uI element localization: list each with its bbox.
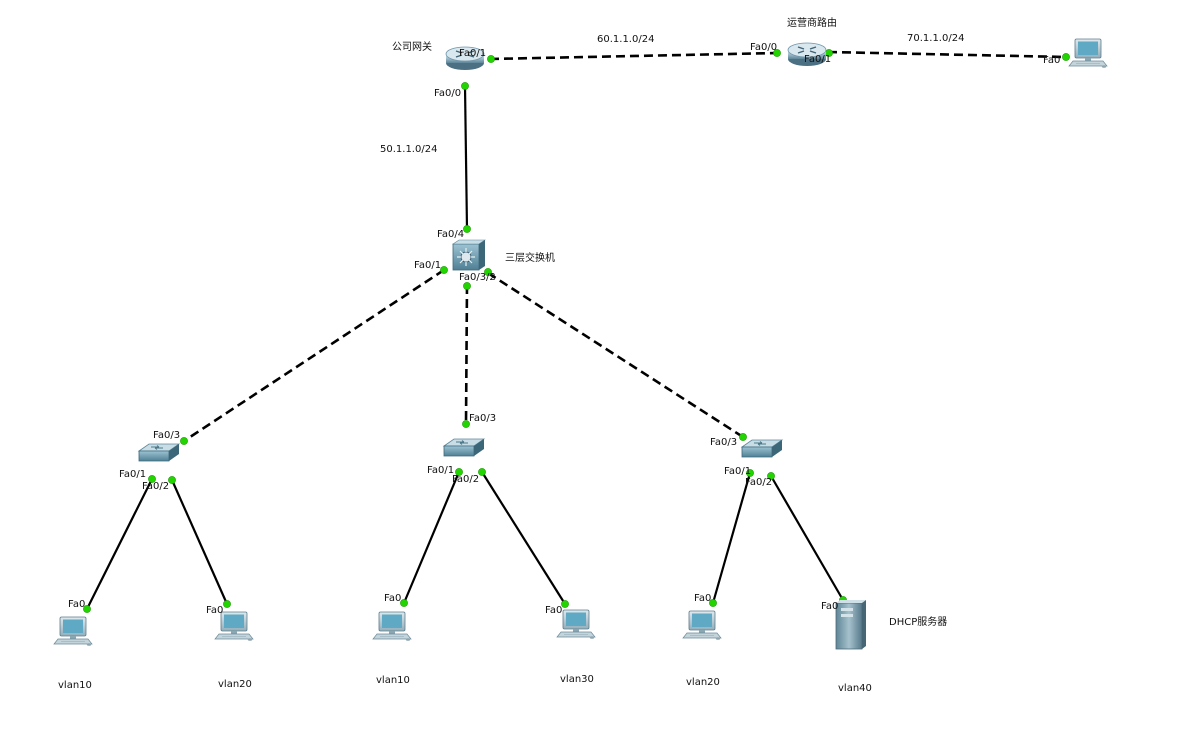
link-dot bbox=[461, 82, 469, 90]
port-label: Fa0/1 bbox=[804, 54, 831, 65]
port-label: Fa0/1 bbox=[459, 48, 486, 59]
link-dot bbox=[400, 599, 408, 607]
dhcp-server-icon[interactable] bbox=[835, 599, 867, 650]
link-gateway-isp bbox=[489, 51, 779, 61]
link-l3switch-sw2 bbox=[464, 284, 469, 425]
link-sw1-pc-left-a bbox=[86, 478, 153, 610]
pc-left-b-label: vlan20 bbox=[218, 679, 252, 690]
port-label: Fa0 bbox=[68, 599, 85, 610]
link-sw2-pc-mid-a bbox=[402, 471, 461, 604]
link-dot bbox=[83, 605, 91, 613]
pc-internet-icon[interactable] bbox=[1068, 38, 1108, 69]
dhcp-server-label: DHCP服务器 bbox=[889, 615, 947, 628]
link-sw1-pc-left-b bbox=[170, 479, 229, 605]
link-dot bbox=[455, 468, 463, 476]
link-dot bbox=[462, 420, 470, 428]
port-label: Fa0/2 bbox=[142, 481, 169, 492]
link-isp-pc-internet bbox=[827, 50, 1067, 59]
link-l3switch-sw1 bbox=[183, 268, 445, 443]
pc-mid-a-icon[interactable] bbox=[372, 611, 412, 642]
link-dot bbox=[773, 49, 781, 57]
link-dot bbox=[463, 282, 471, 290]
link-dot bbox=[746, 469, 754, 477]
network-label-70: 70.1.1.0/24 bbox=[907, 33, 964, 44]
link-dot bbox=[168, 476, 176, 484]
network-label-50: 50.1.1.0/24 bbox=[380, 144, 437, 155]
link-dot bbox=[484, 268, 492, 276]
port-label: Fa0/1 bbox=[119, 469, 146, 480]
pc-right-a-label: vlan20 bbox=[686, 677, 720, 688]
pc-left-a-label: vlan10 bbox=[58, 680, 92, 691]
port-label: Fa0/2 bbox=[452, 474, 479, 485]
port-label: Fa0/1 bbox=[414, 260, 441, 271]
port-label: Fa0 bbox=[545, 605, 562, 616]
port-label: Fa0/1 bbox=[724, 466, 751, 477]
pc-mid-b-icon[interactable] bbox=[556, 609, 596, 640]
link-gateway-l3switch bbox=[463, 85, 469, 230]
pc-mid-a-label: vlan10 bbox=[376, 675, 410, 686]
link-dot bbox=[440, 266, 448, 274]
port-label: Fa0/3/2 bbox=[459, 272, 496, 283]
access-switch-1-icon[interactable] bbox=[138, 443, 180, 462]
isp-router-label: 运营商路由 bbox=[787, 16, 837, 29]
link-dot bbox=[561, 600, 569, 608]
port-label: Fa0 bbox=[694, 593, 711, 604]
link-dot bbox=[1062, 53, 1070, 61]
link-dot bbox=[180, 437, 188, 445]
link-dot bbox=[478, 468, 486, 476]
link-dot bbox=[223, 600, 231, 608]
port-label: Fa0 bbox=[206, 605, 223, 616]
l3-switch-label: 三层交换机 bbox=[505, 251, 555, 264]
port-label: Fa0/2 bbox=[745, 477, 772, 488]
port-label: Fa0 bbox=[1043, 55, 1060, 66]
link-sw2-pc-mid-b bbox=[481, 471, 566, 605]
link-dot bbox=[487, 55, 495, 63]
network-label-60: 60.1.1.0/24 bbox=[597, 34, 654, 45]
link-dot bbox=[767, 472, 775, 480]
port-label: Fa0/4 bbox=[437, 229, 464, 240]
port-label: Fa0/0 bbox=[750, 42, 777, 53]
link-l3switch-sw3 bbox=[487, 271, 744, 439]
links bbox=[86, 50, 1067, 610]
port-label: Fa0/3 bbox=[153, 430, 180, 441]
pc-left-b-icon[interactable] bbox=[214, 611, 254, 642]
pc-right-a-icon[interactable] bbox=[682, 610, 722, 641]
pc-left-a-icon[interactable] bbox=[53, 616, 93, 647]
port-label: Fa0 bbox=[384, 593, 401, 604]
pc-mid-b-label: vlan30 bbox=[560, 674, 594, 685]
access-switch-2-icon[interactable] bbox=[443, 438, 485, 457]
port-label: Fa0 bbox=[821, 601, 838, 612]
port-label: Fa0/3 bbox=[710, 437, 737, 448]
link-sw3-server bbox=[770, 475, 844, 601]
port-label: Fa0/0 bbox=[434, 88, 461, 99]
link-dot bbox=[148, 475, 156, 483]
server-vlan-label: vlan40 bbox=[838, 683, 872, 694]
port-label: Fa0/1 bbox=[427, 465, 454, 476]
link-sw3-pc-right-a bbox=[711, 472, 752, 604]
gateway-router-label: 公司网关 bbox=[392, 40, 432, 53]
l3-switch-icon[interactable] bbox=[452, 239, 486, 271]
link-dot bbox=[739, 433, 747, 441]
link-dot bbox=[463, 225, 471, 233]
access-switch-3-icon[interactable] bbox=[741, 439, 783, 458]
link-dot bbox=[709, 599, 717, 607]
port-label: Fa0/3 bbox=[469, 413, 496, 424]
